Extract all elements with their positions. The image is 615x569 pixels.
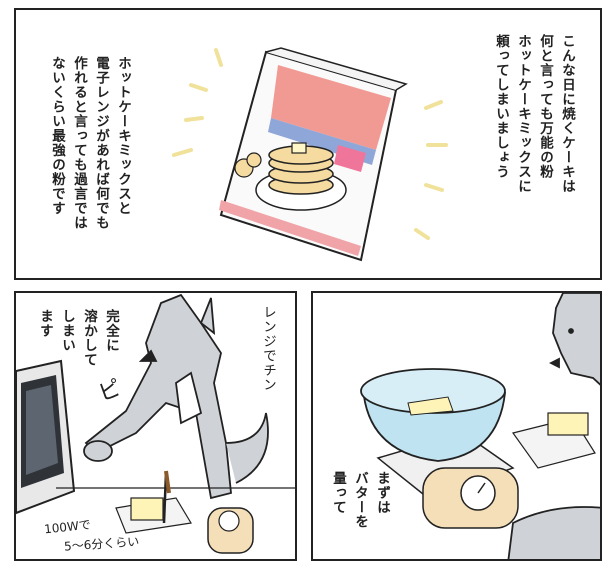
- hotcake-mix-bag: [219, 47, 408, 262]
- narration-line: 完全に: [103, 309, 119, 353]
- microwave: [16, 359, 76, 515]
- narration-line: 頼ってしまいましょう: [493, 34, 509, 179]
- wolf-microwave-illustration: [16, 293, 295, 554]
- wolf-scale-illustration: [360, 293, 600, 559]
- sparkle-lines: [172, 48, 448, 240]
- wolf-arm: [507, 506, 600, 559]
- panel-2: レンジでチン 完全に 溶かして しまい ます ピ 100Wで 5～6分くらい: [14, 291, 297, 561]
- narration-right: こんな日に焼くケーキは 何と言っても万能の粉 ホットケーキミックスに 頼ってしま…: [490, 34, 578, 194]
- panel-3: まずは バターを 量って: [311, 291, 602, 561]
- hotcake-mix-illustration: [172, 47, 448, 262]
- narration-line: 溶かして: [81, 309, 97, 367]
- speech-renji-de-chin: レンジでチン: [260, 305, 276, 392]
- narration-panel-2: 完全に 溶かして しまい ます: [34, 309, 122, 367]
- wolf: [83, 293, 269, 500]
- narration-line: ホットケーキミックスと: [115, 56, 131, 216]
- narration-line: 電子レンジがあれば何でも: [93, 56, 109, 230]
- kitchen-scale: [207, 507, 254, 554]
- narration-line: ます: [37, 309, 53, 338]
- narration-line: 量って: [330, 471, 346, 515]
- narration-left: ホットケーキミックスと 電子レンジがあれば何でも 作れると言っても過言では ない…: [46, 56, 134, 230]
- narration-line: 作れると言っても過言では: [71, 56, 87, 230]
- panel-1: こんな日に焼くケーキは 何と言っても万能の粉 ホットケーキミックスに 頼ってしま…: [14, 8, 602, 280]
- narration-line: バターを: [352, 471, 368, 529]
- butter-on-wrapper: [115, 470, 192, 534]
- narration-line: こんな日に焼くケーキは: [559, 34, 575, 194]
- narration-panel-3: まずは バターを 量って: [327, 471, 393, 529]
- mixing-bowl: [360, 368, 507, 462]
- narration-line: ホットケーキミックスに: [515, 34, 531, 194]
- narration-line: まずは: [374, 471, 390, 515]
- narration-line: ないくらい最強の粉です: [49, 56, 65, 216]
- narration-line: しまい: [59, 309, 75, 353]
- butter-package: [511, 412, 596, 469]
- wolf-head: [548, 293, 600, 386]
- narration-line: 何と言っても万能の粉: [537, 34, 553, 179]
